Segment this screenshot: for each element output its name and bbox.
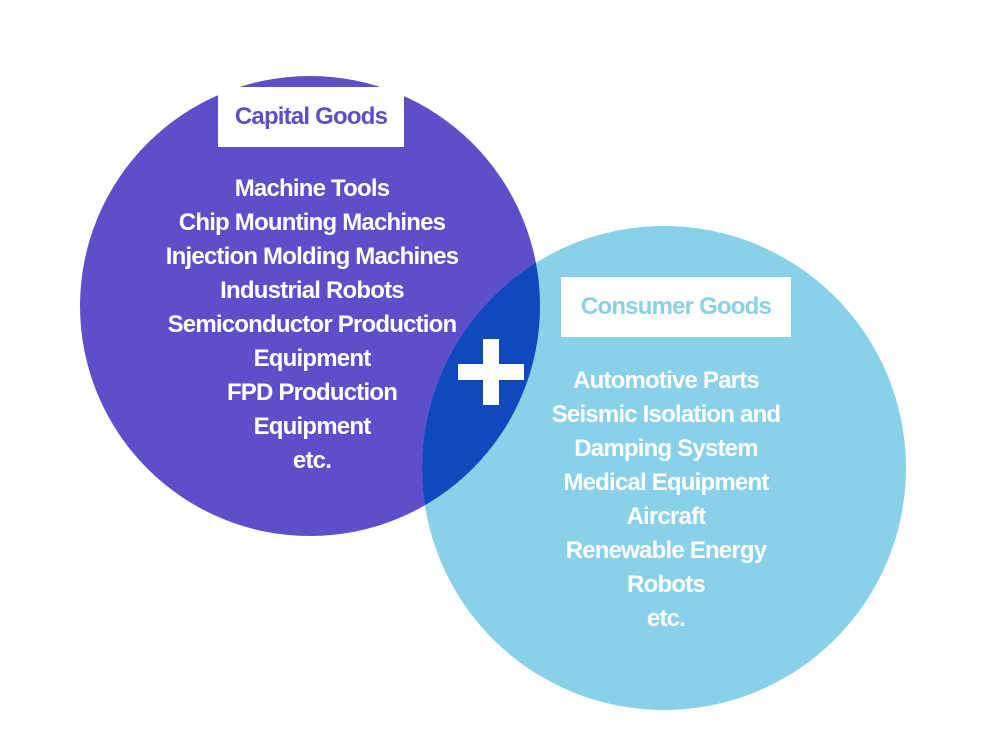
list-item: etc. <box>292 447 332 474</box>
list-item: Seismic Isolation and <box>551 401 781 428</box>
capital-goods-title: Capital Goods <box>218 87 404 147</box>
capital-goods-title-text: Capital Goods <box>234 103 388 130</box>
capital-goods-circle <box>80 76 540 536</box>
list-item: FPD Production <box>226 379 398 406</box>
list-item: Equipment <box>253 345 372 372</box>
list-item: Chip Mounting Machines <box>178 209 446 236</box>
list-item: Aircraft <box>626 503 707 530</box>
list-item: Semiconductor Production <box>167 311 458 338</box>
consumer-goods-circle <box>422 226 906 710</box>
list-item: Damping System <box>574 435 758 462</box>
list-item: Machine Tools <box>234 175 390 202</box>
plus-icon <box>458 339 524 405</box>
list-item: Robots <box>627 571 706 598</box>
list-item: Renewable Energy <box>565 537 767 564</box>
list-item: Automotive Parts <box>573 367 760 394</box>
list-item: Equipment <box>253 413 372 440</box>
list-item: etc. <box>646 605 686 632</box>
consumer-goods-title-text: Consumer Goods <box>580 293 772 320</box>
list-item: Injection Molding Machines <box>165 243 459 270</box>
consumer-goods-title: Consumer Goods <box>561 277 791 337</box>
list-item: Medical Equipment <box>563 469 769 496</box>
list-item: Industrial Robots <box>220 277 405 304</box>
